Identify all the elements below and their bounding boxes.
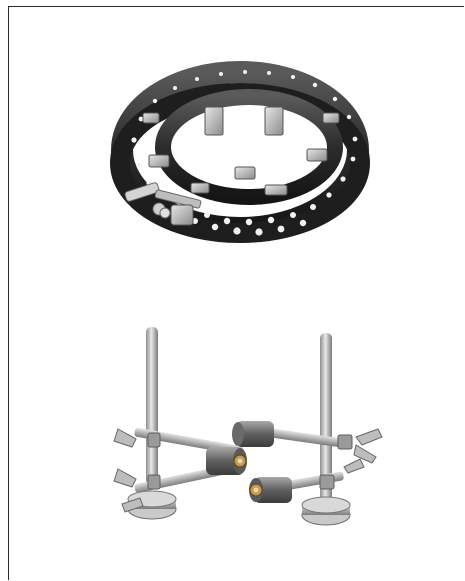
image-frame (8, 6, 464, 580)
right-clamp-stand (232, 333, 383, 526)
alignment-clamps-photo (113, 327, 383, 526)
tension-screw (124, 182, 202, 226)
pipe-clamp-belt-photo (110, 61, 370, 243)
clamp-blocks (142, 106, 340, 196)
perforations (131, 70, 358, 236)
inner-band (155, 89, 343, 205)
left-clamp-stand (113, 327, 247, 520)
